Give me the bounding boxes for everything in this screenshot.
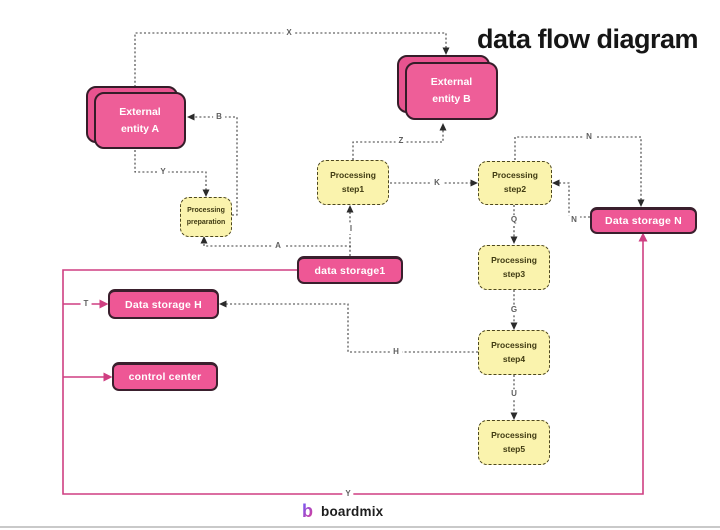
edge-label-y-bottom: Y [342, 489, 354, 499]
node-label: Processing [491, 254, 537, 265]
node-label: Processing [187, 207, 225, 215]
external-entity-a-front-card: External entity A [94, 92, 186, 149]
edge-y-top-connector [134, 150, 210, 197]
edge-label-h: H [390, 347, 402, 357]
control-center-node[interactable]: control center [112, 362, 218, 391]
node-label: step5 [502, 443, 526, 454]
node-label: data storage1 [314, 264, 386, 277]
node-label: Data storage H [125, 298, 202, 311]
edge-x-connector [134, 32, 450, 87]
node-label: Processing [491, 429, 537, 440]
processing-step4-node[interactable]: Processing step4 [478, 330, 550, 375]
node-label: Processing [491, 339, 537, 350]
data-storage1-node[interactable]: data storage1 [297, 256, 403, 284]
edge-label-q: Q [507, 215, 521, 225]
boardmix-logo: b boardmix [302, 501, 383, 521]
node-label: External [119, 105, 161, 118]
processing-step3-node[interactable]: Processing step3 [478, 245, 550, 290]
edge-label-t: T [80, 299, 92, 309]
edge-y-bottom-connector [62, 232, 648, 495]
edge-h-connector [219, 300, 478, 353]
diagram-title: data flow diagram [477, 24, 699, 54]
edge-a-connector [200, 236, 351, 247]
processing-step5-node[interactable]: Processing step5 [478, 420, 550, 465]
edge-label-b: B [213, 112, 225, 122]
edge-label-k: K [431, 178, 443, 188]
svg-text:b: b [302, 501, 313, 521]
edge-label-x: X [283, 28, 295, 38]
edge-label-z: Z [395, 136, 407, 146]
edge-label-g: G [507, 305, 521, 315]
canvas-bottom-edge [0, 526, 720, 528]
edge-label-a: A [272, 241, 284, 251]
node-label: Processing [330, 169, 376, 180]
node-label: entity B [432, 93, 471, 105]
boardmix-logo-text: boardmix [321, 503, 384, 519]
boardmix-logo-icon: b [302, 501, 313, 521]
edge-label-y-top: Y [157, 167, 169, 177]
node-label: External [430, 76, 473, 89]
processing-preparation-node[interactable]: Processing preparation [180, 197, 232, 237]
node-label: Processing [492, 170, 538, 181]
edge-label-i: I [346, 224, 356, 234]
processing-step2-node[interactable]: Processing step2 [478, 161, 552, 205]
node-label: entity A [120, 122, 160, 135]
external-entity-a-node[interactable]: External entity A [86, 86, 186, 149]
edge-n-top-connector [514, 136, 645, 207]
node-label: step4 [502, 353, 526, 364]
data-storage-h-node[interactable]: Data storage H [108, 289, 219, 319]
node-label: step1 [341, 183, 365, 194]
external-entity-b-front-card: External entity B [405, 62, 498, 120]
edge-label-n-side: N [568, 215, 580, 225]
edge-label-u: U [508, 389, 520, 399]
edge-n-side-connector [552, 179, 590, 218]
node-label: preparation [186, 219, 226, 226]
data-storage-n-node[interactable]: Data storage N [590, 207, 697, 234]
node-label: Data storage N [605, 215, 682, 227]
processing-step1-node[interactable]: Processing step1 [317, 160, 389, 205]
node-label: control center [128, 371, 202, 383]
external-entity-b-node[interactable]: External entity B [397, 55, 498, 120]
edge-label-n-top: N [583, 132, 595, 142]
node-label: step3 [502, 268, 526, 279]
node-label: step2 [503, 184, 527, 194]
